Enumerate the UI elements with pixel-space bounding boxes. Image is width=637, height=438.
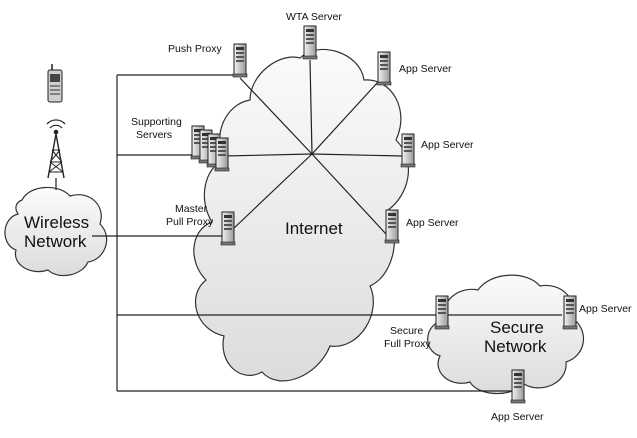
wta-server-label: WTA Server — [286, 11, 342, 23]
secure-full-proxy-label-line2: Full Proxy — [384, 338, 431, 350]
supporting-servers-label-line1: Supporting — [131, 116, 182, 128]
push-proxy-server-icon — [232, 43, 248, 78]
app-server-icon — [384, 209, 400, 244]
master-pull-proxy-server-icon — [220, 211, 236, 246]
wireless-network-label-line1: Wireless — [24, 213, 89, 232]
secure-app-server-icon — [562, 295, 578, 330]
secure-full-proxy-label-line1: Secure — [390, 325, 423, 337]
secure-network-label-line2: Network — [484, 337, 547, 356]
secure-network-label-line1: Secure — [490, 318, 544, 337]
wireless-network-cloud — [4, 186, 108, 277]
mobile-phone-icon — [47, 64, 63, 103]
secure-full-proxy-server-icon — [434, 295, 450, 330]
secure-app-server-label: App Server — [579, 303, 632, 315]
app-server-icon — [400, 133, 416, 168]
wta-server-icon — [302, 25, 318, 60]
secure-app-server-icon — [510, 369, 526, 404]
connection-lines — [55, 59, 562, 392]
app-server-icon — [376, 51, 392, 86]
secure-app-server-label: App Server — [491, 411, 544, 423]
app-server-label: App Server — [406, 217, 459, 229]
internet-label: Internet — [285, 219, 343, 238]
master-pull-proxy-label-line2: Pull Proxy — [166, 216, 214, 228]
supporting-servers-label-line2: Servers — [136, 129, 172, 141]
master-pull-proxy-label-line1: Master — [175, 203, 208, 215]
push-proxy-label: Push Proxy — [168, 43, 222, 55]
radio-tower-icon — [46, 119, 66, 179]
wireless-network-label-line2: Network — [24, 232, 87, 251]
app-server-label: App Server — [399, 63, 452, 75]
app-server-label: App Server — [421, 139, 474, 151]
